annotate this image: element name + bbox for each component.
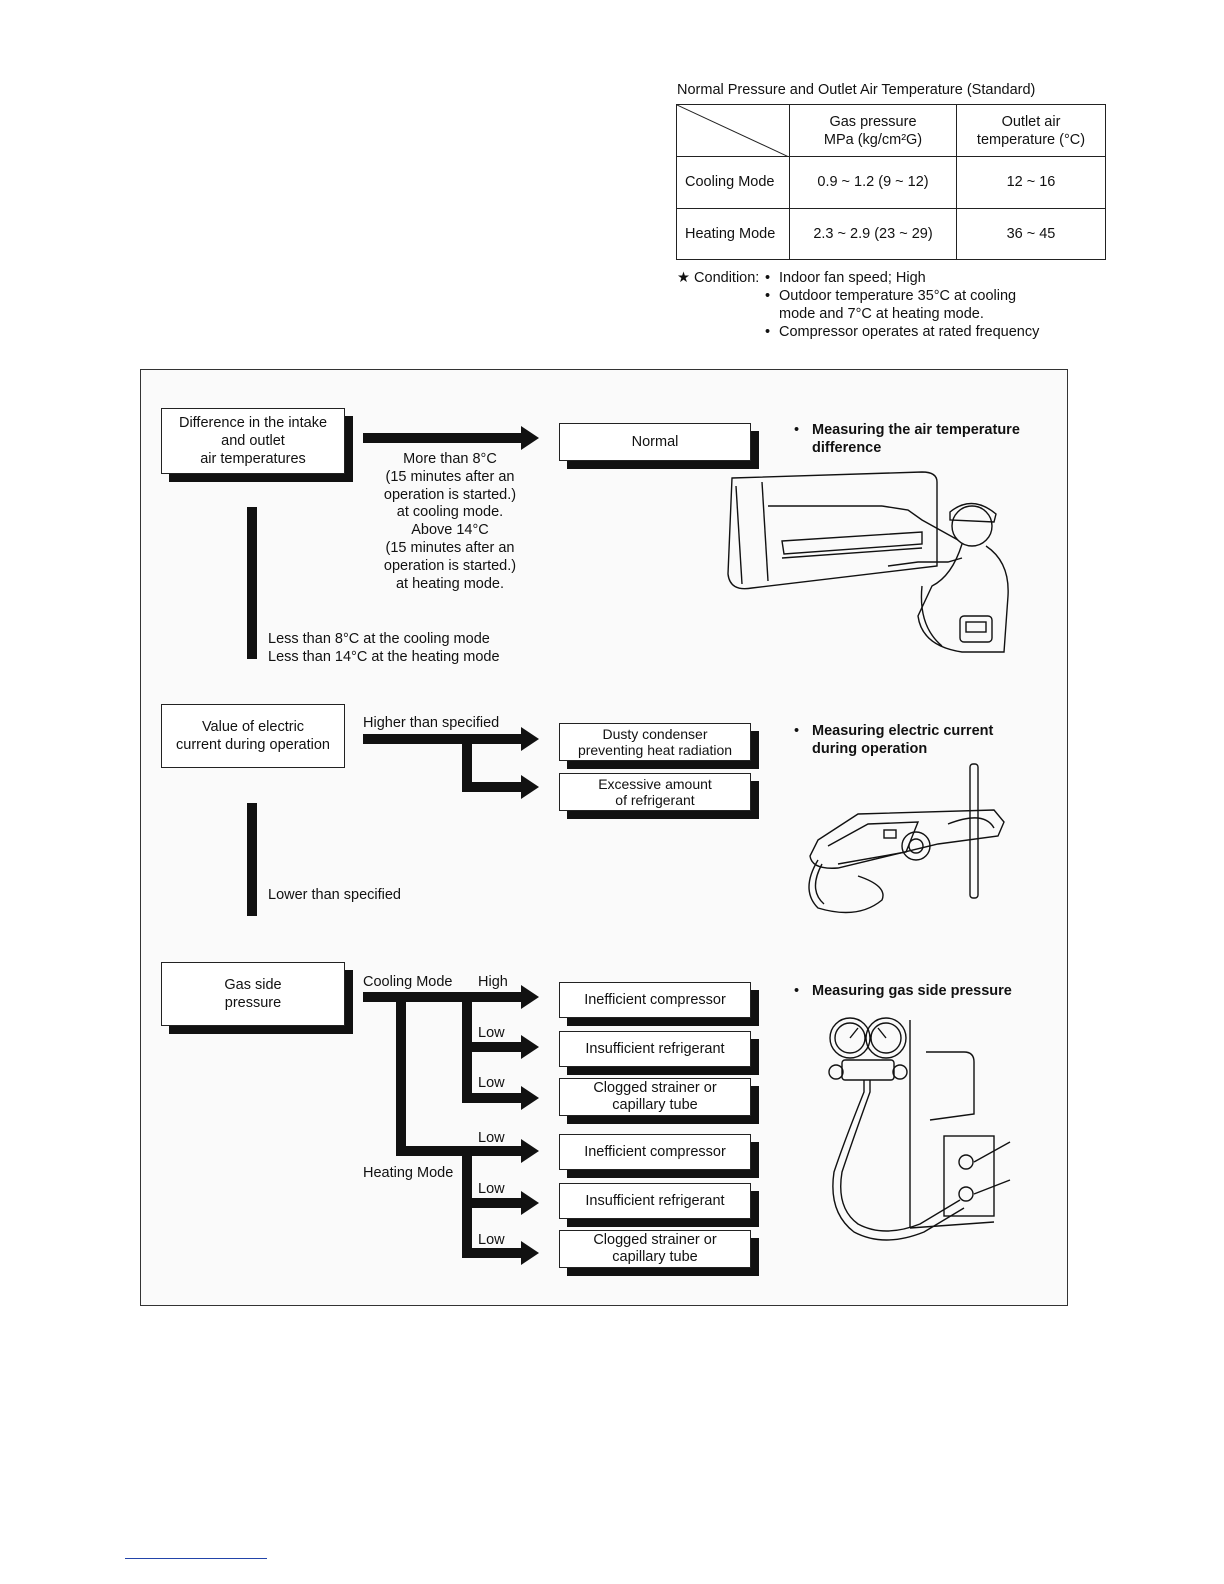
branch-line <box>462 734 472 790</box>
low-label: Low <box>478 1232 505 1248</box>
arrow-head <box>521 1086 539 1110</box>
row-pressure: 2.3 ~ 2.9 (23 ~ 29) <box>789 207 957 261</box>
header-gas-pressure: Gas pressure MPa (kg/cm²G) <box>789 103 957 158</box>
arrow-head <box>521 1241 539 1265</box>
table-row: Cooling Mode 0.9 ~ 1.2 (9 ~ 12) 12 ~ 16 <box>676 156 1106 209</box>
gas-side-pressure-box: Gas side pressure <box>161 962 345 1026</box>
row-temp: 36 ~ 45 <box>956 207 1106 261</box>
arrow-head <box>521 1139 539 1163</box>
note-air-temp: Measuring the air temperature difference <box>812 422 1020 456</box>
arrow-shaft <box>462 1093 523 1103</box>
heating-mode-label: Heating Mode <box>363 1165 454 1181</box>
arrow-shaft <box>363 992 523 1002</box>
pressure-table: Gas pressure MPa (kg/cm²G) Outlet air te… <box>676 103 1106 261</box>
condition-label: ★ Condition: <box>677 270 760 286</box>
arrow-shaft <box>462 1198 523 1208</box>
row-mode: Cooling Mode <box>676 156 790 209</box>
diagonal-line <box>677 105 789 157</box>
bullet-icon: • <box>794 723 800 739</box>
result-clogged-strainer: Clogged strainer or capillary tube <box>559 1230 751 1268</box>
lower-than-specified-label: Lower than specified <box>268 887 401 903</box>
result-insufficient-refrigerant: Insufficient refrigerant <box>559 1031 751 1067</box>
cooling-mode-label: Cooling Mode <box>363 974 453 990</box>
high-label: High <box>478 974 508 990</box>
note-electric-current: Measuring electric current during operat… <box>812 723 994 757</box>
table-caption: Normal Pressure and Outlet Air Temperatu… <box>677 82 1036 98</box>
result-clogged-strainer: Clogged strainer or capillary tube <box>559 1078 751 1116</box>
condition-list: •Indoor fan speed; High •Outdoor tempera… <box>765 269 1040 341</box>
note-gas-pressure: Measuring gas side pressure <box>812 983 1012 999</box>
low-label: Low <box>478 1075 505 1091</box>
electric-current-box: Value of electric current during operati… <box>161 704 345 768</box>
gauge-manifold-illustration <box>828 1017 1011 1241</box>
result-inefficient-compressor: Inefficient compressor <box>559 982 751 1018</box>
arrow-shaft <box>462 1248 523 1258</box>
clamp-meter-illustration <box>808 763 1005 914</box>
vertical-flow-line <box>247 507 257 659</box>
vertical-flow-line <box>247 803 257 916</box>
footer-link-underline <box>125 1558 267 1559</box>
arrow-head <box>521 727 539 751</box>
low-label: Low <box>478 1130 505 1146</box>
bullet-icon: • <box>794 422 800 438</box>
header-outlet-temp: Outlet air temperature (°C) <box>956 103 1106 158</box>
arrow-head <box>521 426 539 450</box>
condition-item: •Compressor operates at rated frequency <box>765 324 1040 340</box>
row-pressure: 0.9 ~ 1.2 (9 ~ 12) <box>789 156 957 209</box>
row-temp: 12 ~ 16 <box>956 156 1106 209</box>
arrow-shaft <box>462 782 523 792</box>
result-inefficient-compressor: Inefficient compressor <box>559 1134 751 1170</box>
low-temp-condition-text: Less than 8°C at the cooling mode Less t… <box>268 631 500 665</box>
excessive-refrigerant-box: Excessive amount of refrigerant <box>559 773 751 811</box>
trunk-line <box>396 992 406 1154</box>
normal-condition-text: More than 8°C (15 minutes after an opera… <box>383 451 517 592</box>
arrow-shaft <box>396 1146 523 1156</box>
result-insufficient-refrigerant: Insufficient refrigerant <box>559 1183 751 1219</box>
table-corner-cell <box>676 103 790 158</box>
arrow-head <box>521 775 539 799</box>
arrow-shaft <box>462 1042 523 1052</box>
table-row: Heating Mode 2.3 ~ 2.9 (23 ~ 29) 36 ~ 45 <box>676 207 1106 261</box>
low-label: Low <box>478 1025 505 1041</box>
arrow-head <box>521 1035 539 1059</box>
condition-item: •Indoor fan speed; High <box>765 270 926 286</box>
normal-result-box: Normal <box>559 423 751 461</box>
bullet-icon: • <box>794 983 800 999</box>
higher-than-specified-label: Higher than specified <box>363 715 500 731</box>
arrow-shaft <box>363 734 523 744</box>
arrow-shaft <box>363 433 523 443</box>
arrow-head <box>521 985 539 1009</box>
intake-outlet-difference-box: Difference in the intake and outlet air … <box>161 408 345 474</box>
row-mode: Heating Mode <box>676 207 790 261</box>
low-label: Low <box>478 1181 505 1197</box>
technician-measuring-illustration <box>727 471 1009 653</box>
arrow-head <box>521 1191 539 1215</box>
dusty-condenser-box: Dusty condenser preventing heat radiatio… <box>559 723 751 761</box>
condition-item: •Outdoor temperature 35°C at cooling mod… <box>765 288 1017 322</box>
